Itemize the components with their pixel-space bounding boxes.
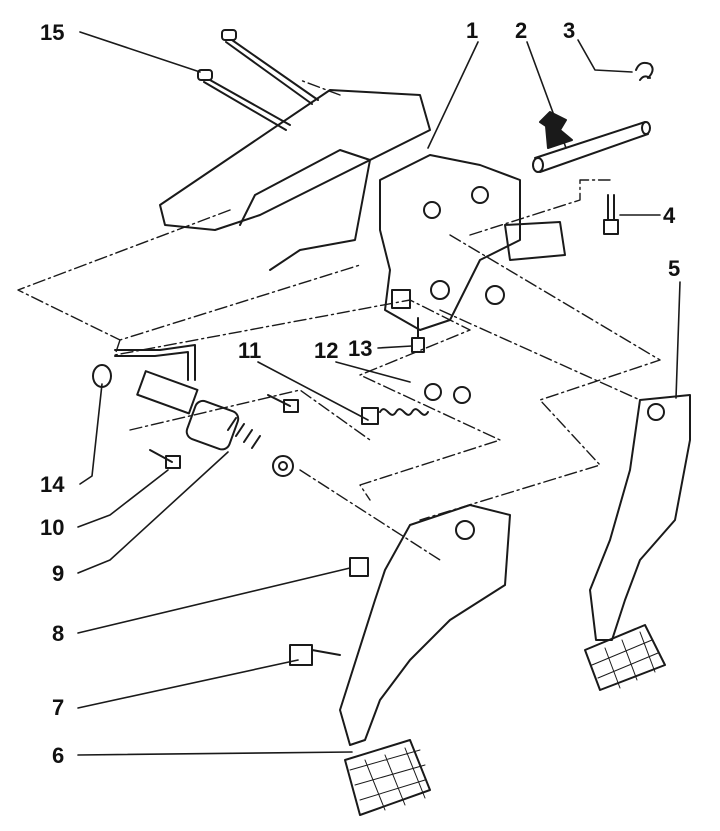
leader-lines <box>77 31 681 756</box>
clip-3 <box>635 61 654 81</box>
callout-9: 9 <box>52 561 65 586</box>
reservoir-cap-14 <box>92 364 112 388</box>
stop-7 <box>289 644 341 666</box>
callout-4: 4 <box>663 203 676 228</box>
clutch-master-cylinder-9 <box>114 344 294 477</box>
clutch-pedal-6 <box>339 504 511 816</box>
callout-10: 10 <box>40 515 65 540</box>
callout-13: 13 <box>348 336 373 361</box>
assembly-lines <box>17 79 661 561</box>
pedal-bracket <box>159 89 566 331</box>
long-bolts-15 <box>197 29 319 131</box>
callout-12: 12 <box>314 338 339 363</box>
bolt-10 <box>149 449 181 469</box>
bolt-4 <box>603 194 619 235</box>
callout-8: 8 <box>52 621 65 646</box>
callout-11: 11 <box>238 338 262 363</box>
callout-5: 5 <box>668 256 681 281</box>
spring-12 <box>361 383 471 425</box>
callout-2: 2 <box>515 18 528 43</box>
brake-pedal-5 <box>584 394 691 691</box>
callout-6: 6 <box>52 743 65 768</box>
callout-3: 3 <box>563 18 576 43</box>
pedal-shaft-2 <box>532 111 651 173</box>
bolt-11 <box>267 394 299 413</box>
bolt-13 <box>411 317 425 353</box>
clip-8 <box>349 557 369 577</box>
callout-1: 1 <box>466 18 479 43</box>
callout-7: 7 <box>52 695 65 720</box>
callout-14: 14 <box>40 472 65 497</box>
callout-15: 15 <box>40 20 65 45</box>
